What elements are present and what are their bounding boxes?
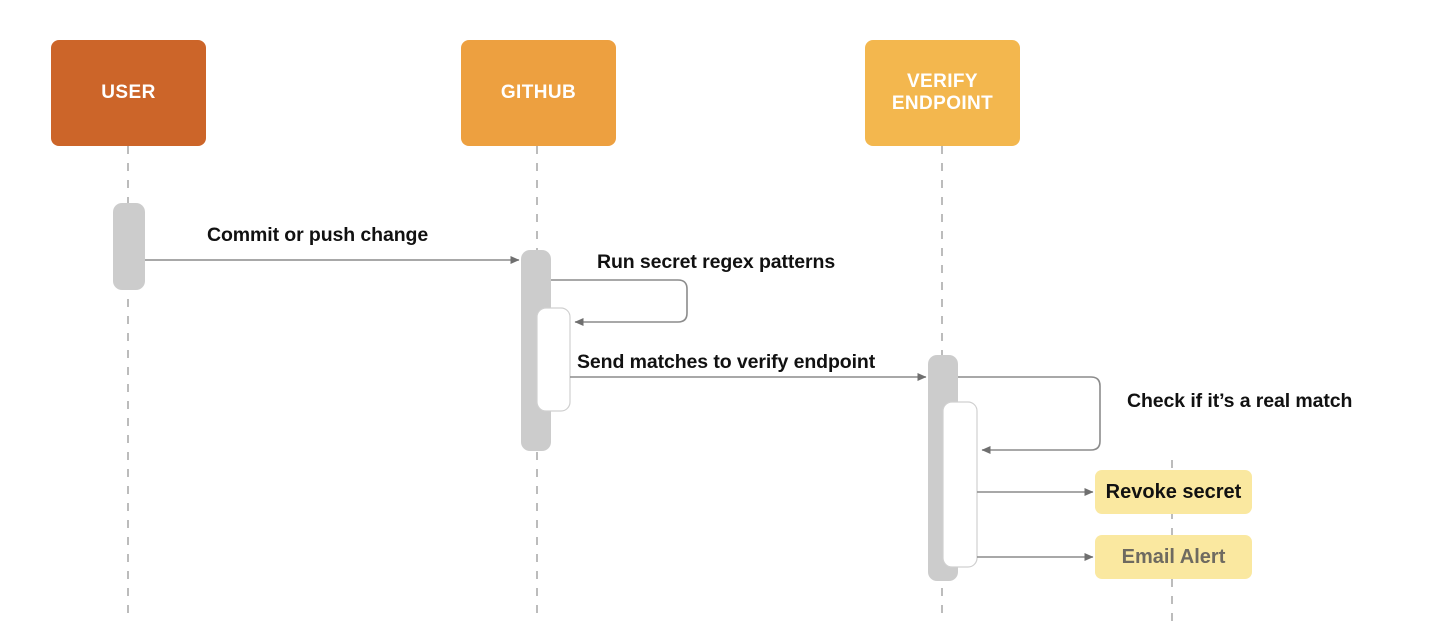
message-selfloop-check-real-match: [958, 376, 1101, 454]
actor-box-github[interactable]: GITHUB: [461, 40, 616, 146]
actor-label-verify-endpoint: VERIFY ENDPOINT: [892, 71, 993, 116]
verify-activation-nested: [942, 401, 978, 568]
actor-label-github: GITHUB: [500, 81, 577, 103]
user-activation: [113, 203, 145, 290]
note-label-email-alert: Email Alert: [1121, 545, 1226, 568]
actor-label-user: USER: [101, 81, 156, 103]
message-label-check-real-match: Check if it’s a real match: [1127, 390, 1353, 412]
message-arrows-group: [145, 256, 1101, 561]
message-label-run-secret-regex: Run secret regex patterns: [597, 251, 836, 273]
message-selfloop-run-secret-regex: [551, 279, 688, 326]
actor-box-verify-endpoint[interactable]: VERIFY ENDPOINT: [865, 40, 1020, 146]
github-activation-nested: [536, 307, 571, 412]
message-label-send-matches: Send matches to verify endpoint: [577, 351, 876, 373]
activations-group: [113, 203, 978, 581]
lifelines-group: [127, 146, 1173, 628]
actor-label-verify-line2: ENDPOINT: [891, 93, 994, 114]
note-email-alert[interactable]: Email Alert: [1095, 535, 1252, 579]
note-label-revoke-secret: Revoke secret: [1105, 480, 1242, 503]
message-label-commit-or-push: Commit or push change: [207, 224, 429, 246]
actor-box-user[interactable]: USER: [51, 40, 206, 146]
actor-label-verify-line1: VERIFY: [906, 70, 979, 92]
note-revoke-secret[interactable]: Revoke secret: [1095, 470, 1252, 514]
